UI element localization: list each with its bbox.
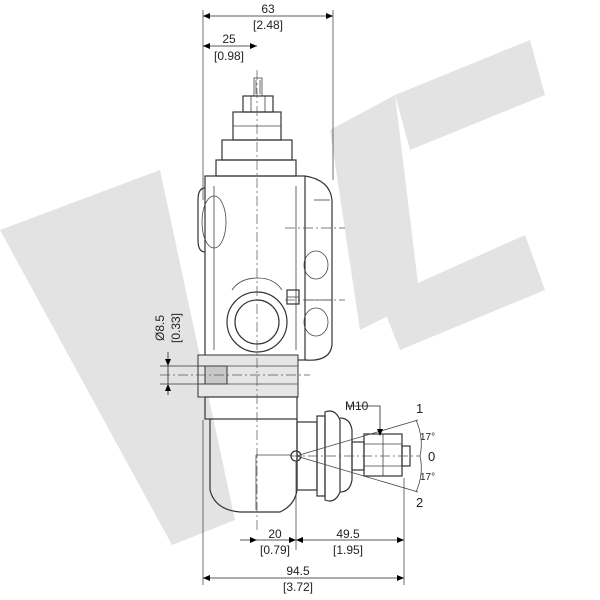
- dimension-lines: [160, 10, 405, 585]
- dim-overall-width-mm: 63: [261, 2, 275, 16]
- position-down-label: 2: [416, 495, 423, 510]
- dim-hole-diameter-inch: [0.33]: [169, 313, 183, 343]
- watermark-logo: [0, 40, 545, 545]
- position-up-label: 1: [416, 401, 423, 416]
- dim-offset-left-mm: 25: [222, 32, 236, 46]
- lever-assembly: [290, 410, 422, 502]
- position-neutral-label: 0: [428, 449, 435, 464]
- dim-offset-left-inch: [0.98]: [214, 49, 244, 63]
- thread-label: M10: [345, 399, 369, 413]
- dim-hole-diameter-mm: Ø8.5: [153, 315, 167, 341]
- angle-lower-label: 17°: [420, 472, 435, 483]
- dim-lever-length-mm: 49.5: [336, 527, 360, 541]
- angle-upper-label: 17°: [420, 432, 435, 443]
- dim-lever-offset-mm: 20: [268, 527, 282, 541]
- dim-lever-offset-inch: [0.79]: [260, 543, 290, 557]
- dim-total-length-inch: [3.72]: [283, 580, 313, 594]
- dim-lever-length-inch: [1.95]: [333, 543, 363, 557]
- dim-total-length-mm: 94.5: [286, 564, 310, 578]
- dim-overall-width-inch: [2.48]: [253, 18, 283, 32]
